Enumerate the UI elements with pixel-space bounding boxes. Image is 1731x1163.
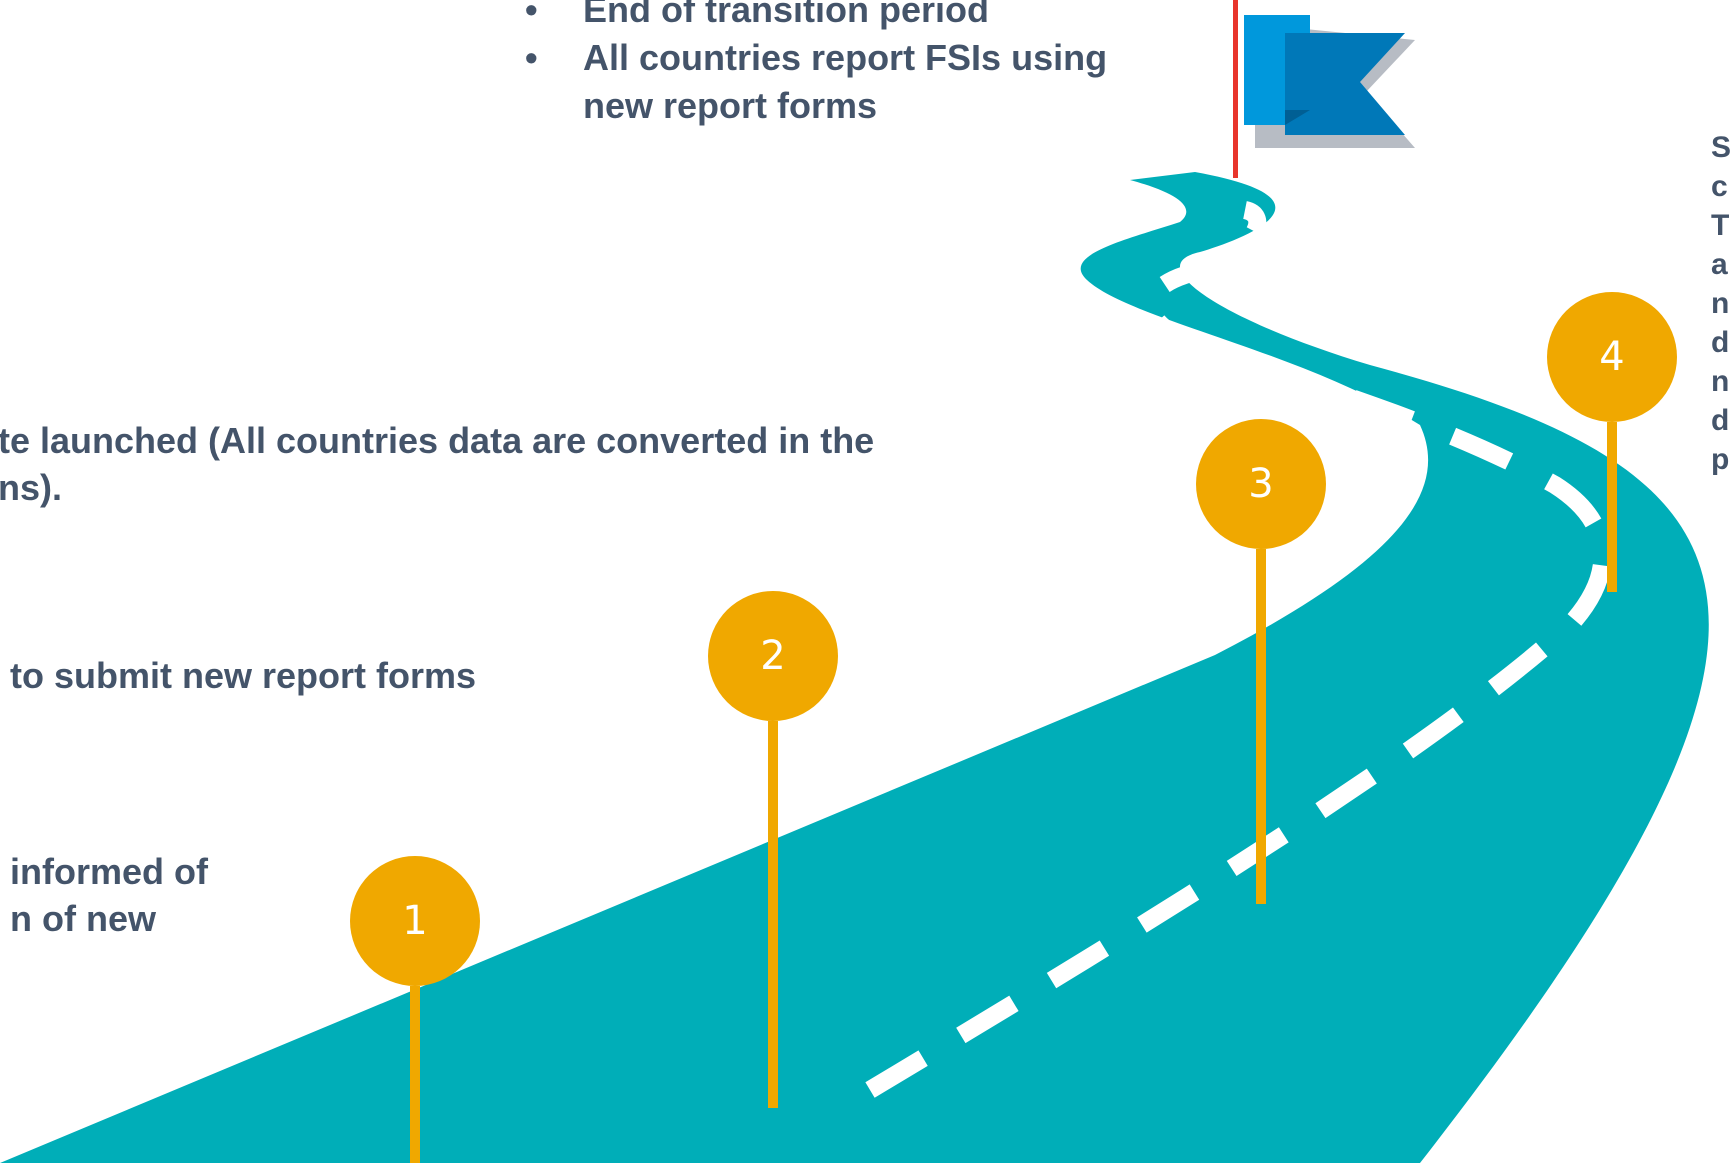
location-pin-icon: 1: [350, 856, 480, 1163]
flag-icon: [1233, 0, 1415, 178]
top-milestone-continuation: new report forms: [583, 85, 878, 126]
top-milestone-item: • All countries report FSIs using: [525, 34, 1107, 82]
milestone-stem: [768, 721, 778, 1108]
milestone-number: 3: [1248, 461, 1273, 507]
milestone-circle: [1547, 292, 1677, 422]
location-pin-icon: 3: [1196, 419, 1326, 904]
milestone-circle: [350, 856, 480, 986]
bullet-icon: •: [525, 37, 538, 78]
milestone-number: 2: [760, 633, 785, 679]
milestone-circle: [708, 591, 838, 721]
milestone-circle: [1196, 419, 1326, 549]
milestone-3-description: te launched (All countries data are conv…: [0, 420, 875, 508]
milestone-4-description: S c T a n d n d p: [1711, 131, 1731, 476]
milestone-stem: [1256, 549, 1266, 904]
location-pin-icon: 4: [1547, 292, 1677, 592]
milestone-stem: [1607, 422, 1617, 592]
top-milestone-list: • End of transition period • All countri…: [525, 0, 1107, 130]
milestone-stem: [410, 986, 420, 1163]
milestone-number: 1: [402, 898, 427, 944]
bullet-icon: •: [525, 0, 538, 30]
milestone-2-description: to submit new report forms: [10, 655, 477, 696]
top-milestone-item: • End of transition period: [525, 0, 1107, 34]
road-icon: [0, 172, 1709, 1163]
milestone-number: 4: [1599, 334, 1624, 380]
milestone-1-description: informed of n of new: [10, 851, 208, 939]
location-pin-icon: 2: [708, 591, 838, 1108]
